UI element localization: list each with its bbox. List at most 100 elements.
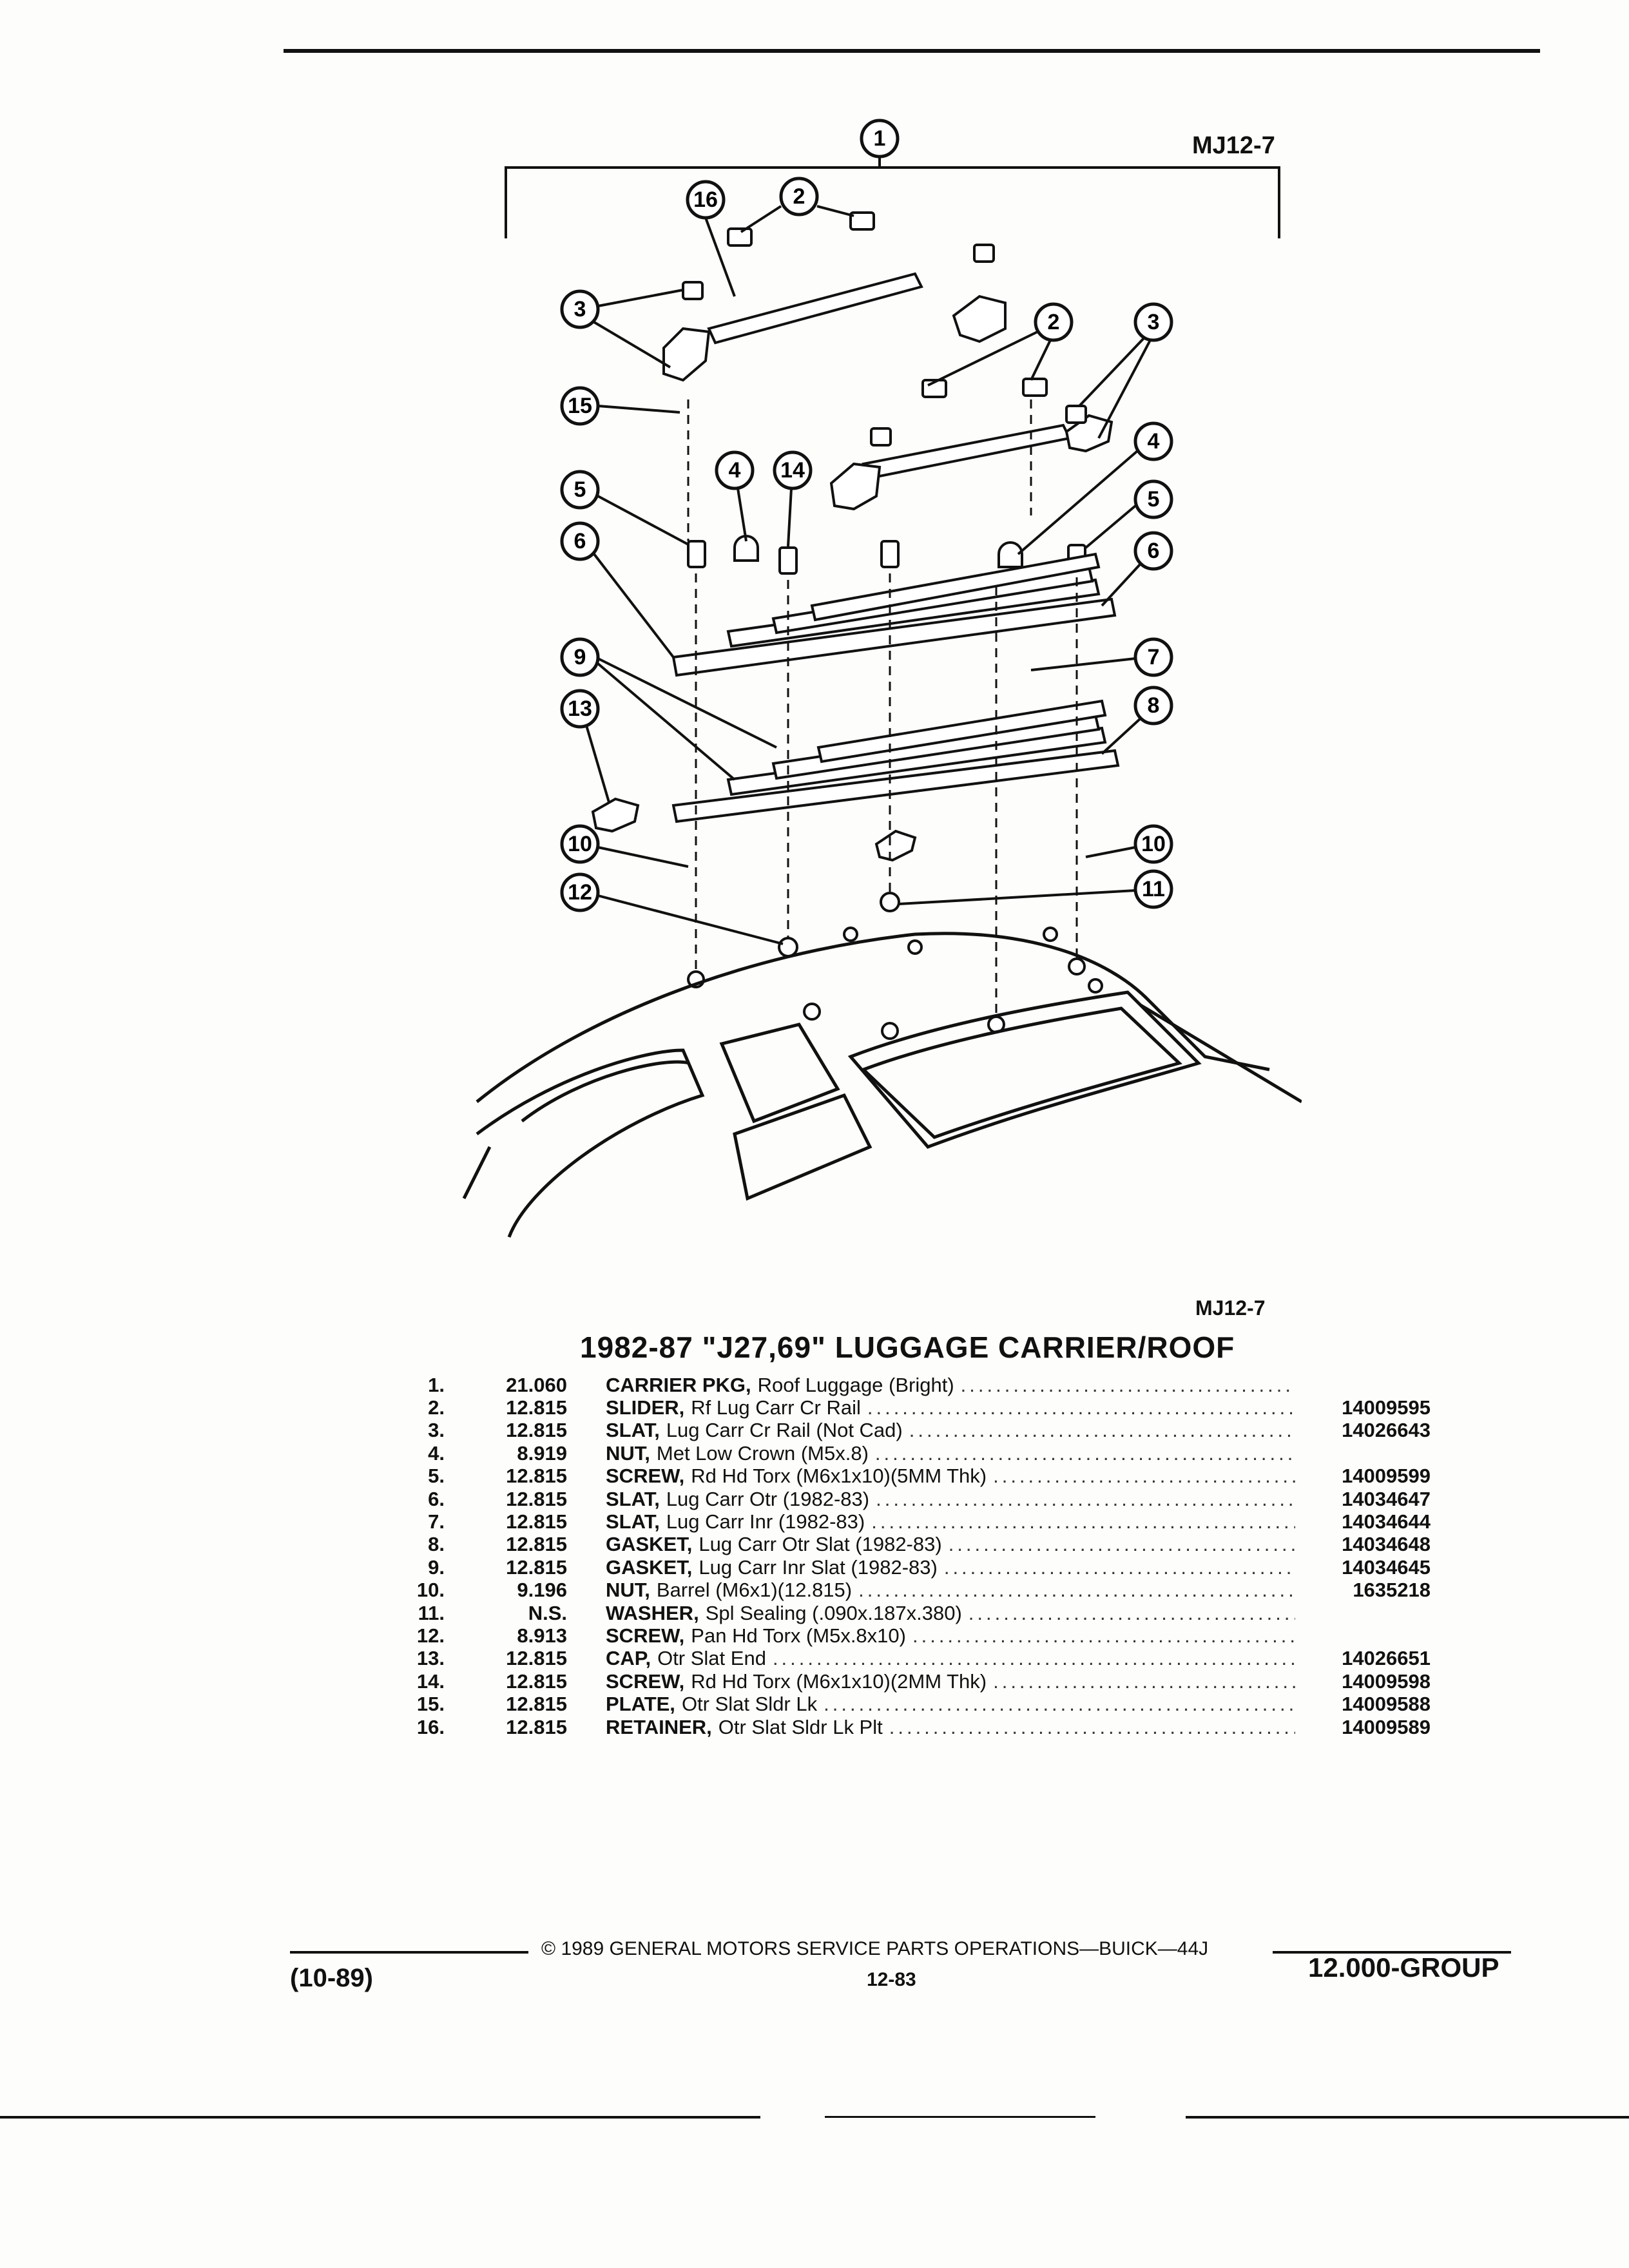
group-number: 12.815	[506, 1396, 567, 1419]
gasket-stack-lower	[671, 699, 1120, 823]
leader-dots	[876, 1488, 1295, 1511]
leader-11	[898, 889, 1136, 905]
svg-text:10: 10	[568, 832, 592, 856]
leader-3b	[593, 321, 671, 369]
leader-dots	[867, 1396, 1295, 1419]
callout-14: 14	[773, 450, 813, 490]
leader-12	[597, 894, 784, 945]
part-name: NUT,	[606, 1579, 650, 1602]
svg-text:8: 8	[1148, 693, 1160, 718]
leader-dots	[944, 1556, 1295, 1579]
svg-text:7: 7	[1148, 645, 1160, 669]
svg-text:6: 6	[1148, 539, 1160, 563]
part-name: SCREW,	[606, 1624, 685, 1647]
leader-dots	[773, 1647, 1295, 1670]
part-number: 14026651	[1342, 1647, 1431, 1670]
leader-dots	[993, 1465, 1295, 1488]
leader-10b	[1085, 846, 1136, 858]
part-description: SLAT,Lug Carr Otr (1982-83)	[606, 1488, 1302, 1511]
callout-7: 7	[1133, 637, 1173, 677]
callout-4b: 4	[715, 450, 755, 490]
part-description: SCREW, Pan Hd Torx (M5x.8x10)	[606, 1624, 1302, 1648]
leader-dots	[993, 1670, 1295, 1693]
part-name: SCREW,	[606, 1669, 685, 1693]
leader-16	[704, 217, 736, 297]
part-number: 14034644	[1342, 1510, 1431, 1533]
page-number: 12-83	[867, 1969, 916, 1990]
leader-10a	[597, 846, 689, 868]
svg-text:14: 14	[780, 458, 805, 483]
svg-text:2: 2	[793, 184, 805, 209]
callout-10b: 10	[1133, 824, 1173, 864]
cross-rail-lower	[829, 414, 1113, 511]
part-description: PLATE,Otr Slat Sldr Lk	[606, 1693, 1302, 1716]
group-number: 12.815	[506, 1533, 567, 1556]
callout-2a: 2	[779, 177, 819, 216]
leader-13	[585, 725, 610, 803]
leader-dots	[875, 1442, 1295, 1465]
part-name: CARRIER PKG,	[606, 1373, 751, 1396]
group-number: 9.196	[517, 1579, 567, 1602]
leader-15	[597, 405, 680, 414]
part-detail: Rf Lug Carr Cr Rail	[691, 1396, 861, 1419]
item-number: 16.	[416, 1715, 445, 1738]
leader-2d	[1030, 340, 1052, 381]
svg-text:13: 13	[568, 697, 592, 721]
slat-end-cap	[591, 797, 640, 833]
group-number: 8.919	[517, 1441, 567, 1465]
part-number: 14009598	[1342, 1669, 1431, 1693]
part-description: NUT, Barrel (M6x1)(12.815)	[606, 1579, 1302, 1602]
part-description: SCREW,Rd Hd Torx (M6x1x10)(5MM Thk)	[606, 1465, 1302, 1488]
leader-3a	[597, 289, 684, 307]
part-detail: Lug Carr Otr (1982-83)	[666, 1487, 870, 1510]
part-name: RETAINER,	[606, 1715, 712, 1738]
part-name: NUT,	[606, 1441, 650, 1465]
leader-3c	[1078, 337, 1145, 407]
part-detail: Roof Luggage (Bright)	[757, 1373, 954, 1396]
callout-4a: 4	[1133, 421, 1173, 461]
svg-text:5: 5	[1148, 487, 1160, 512]
part-description: NUT,Met Low Crown (M5x.8)	[606, 1442, 1302, 1465]
bottom-rule-middle	[825, 2116, 1095, 2118]
part-detail: Lug Carr Otr Slat (1982-83)	[699, 1533, 942, 1556]
outer-slat-left	[671, 597, 1117, 677]
part-number: 14009589	[1342, 1715, 1431, 1738]
group-number: 12.815	[506, 1555, 567, 1579]
part-detail: Otr Slat Sldr Lk Plt	[718, 1715, 883, 1738]
item-number: 3.	[428, 1419, 445, 1442]
part-detail: Rd Hd Torx (M6x1x10)(5MM Thk)	[691, 1465, 987, 1488]
part-description: SLIDER,Rf Lug Carr Cr Rail	[606, 1396, 1302, 1419]
svg-text:3: 3	[1148, 310, 1160, 334]
leader-dots	[949, 1533, 1295, 1556]
part-description: GASKET,Lug Carr Otr Slat (1982-83)	[606, 1533, 1302, 1556]
part-detail: Barrel (M6x1)(12.815)	[656, 1579, 853, 1602]
item-number: 5.	[428, 1465, 445, 1488]
item-number: 8.	[428, 1533, 445, 1556]
part-description: SCREW,Rd Hd Torx (M6x1x10)(2MM Thk)	[606, 1670, 1302, 1693]
group-number: 8.913	[517, 1624, 567, 1647]
item-number: 4.	[428, 1441, 445, 1465]
part-detail: Pan Hd Torx (M5x.8x10)	[691, 1624, 906, 1647]
part-number: 14009588	[1342, 1693, 1431, 1716]
callout-15: 15	[560, 386, 600, 426]
item-number: 7.	[428, 1510, 445, 1533]
part-name: PLATE,	[606, 1693, 675, 1716]
item-number: 15.	[416, 1693, 445, 1716]
callout-6b: 6	[1133, 531, 1173, 571]
part-number: 14034645	[1342, 1555, 1431, 1579]
svg-text:5: 5	[574, 477, 586, 502]
alignment-lines	[687, 399, 1078, 1018]
leader-4a	[1017, 450, 1139, 555]
group-number: 12.815	[506, 1510, 567, 1533]
group-number: N.S.	[528, 1601, 567, 1624]
part-description: SLAT,Lug Carr Cr Rail (Not Cad)	[606, 1419, 1302, 1442]
